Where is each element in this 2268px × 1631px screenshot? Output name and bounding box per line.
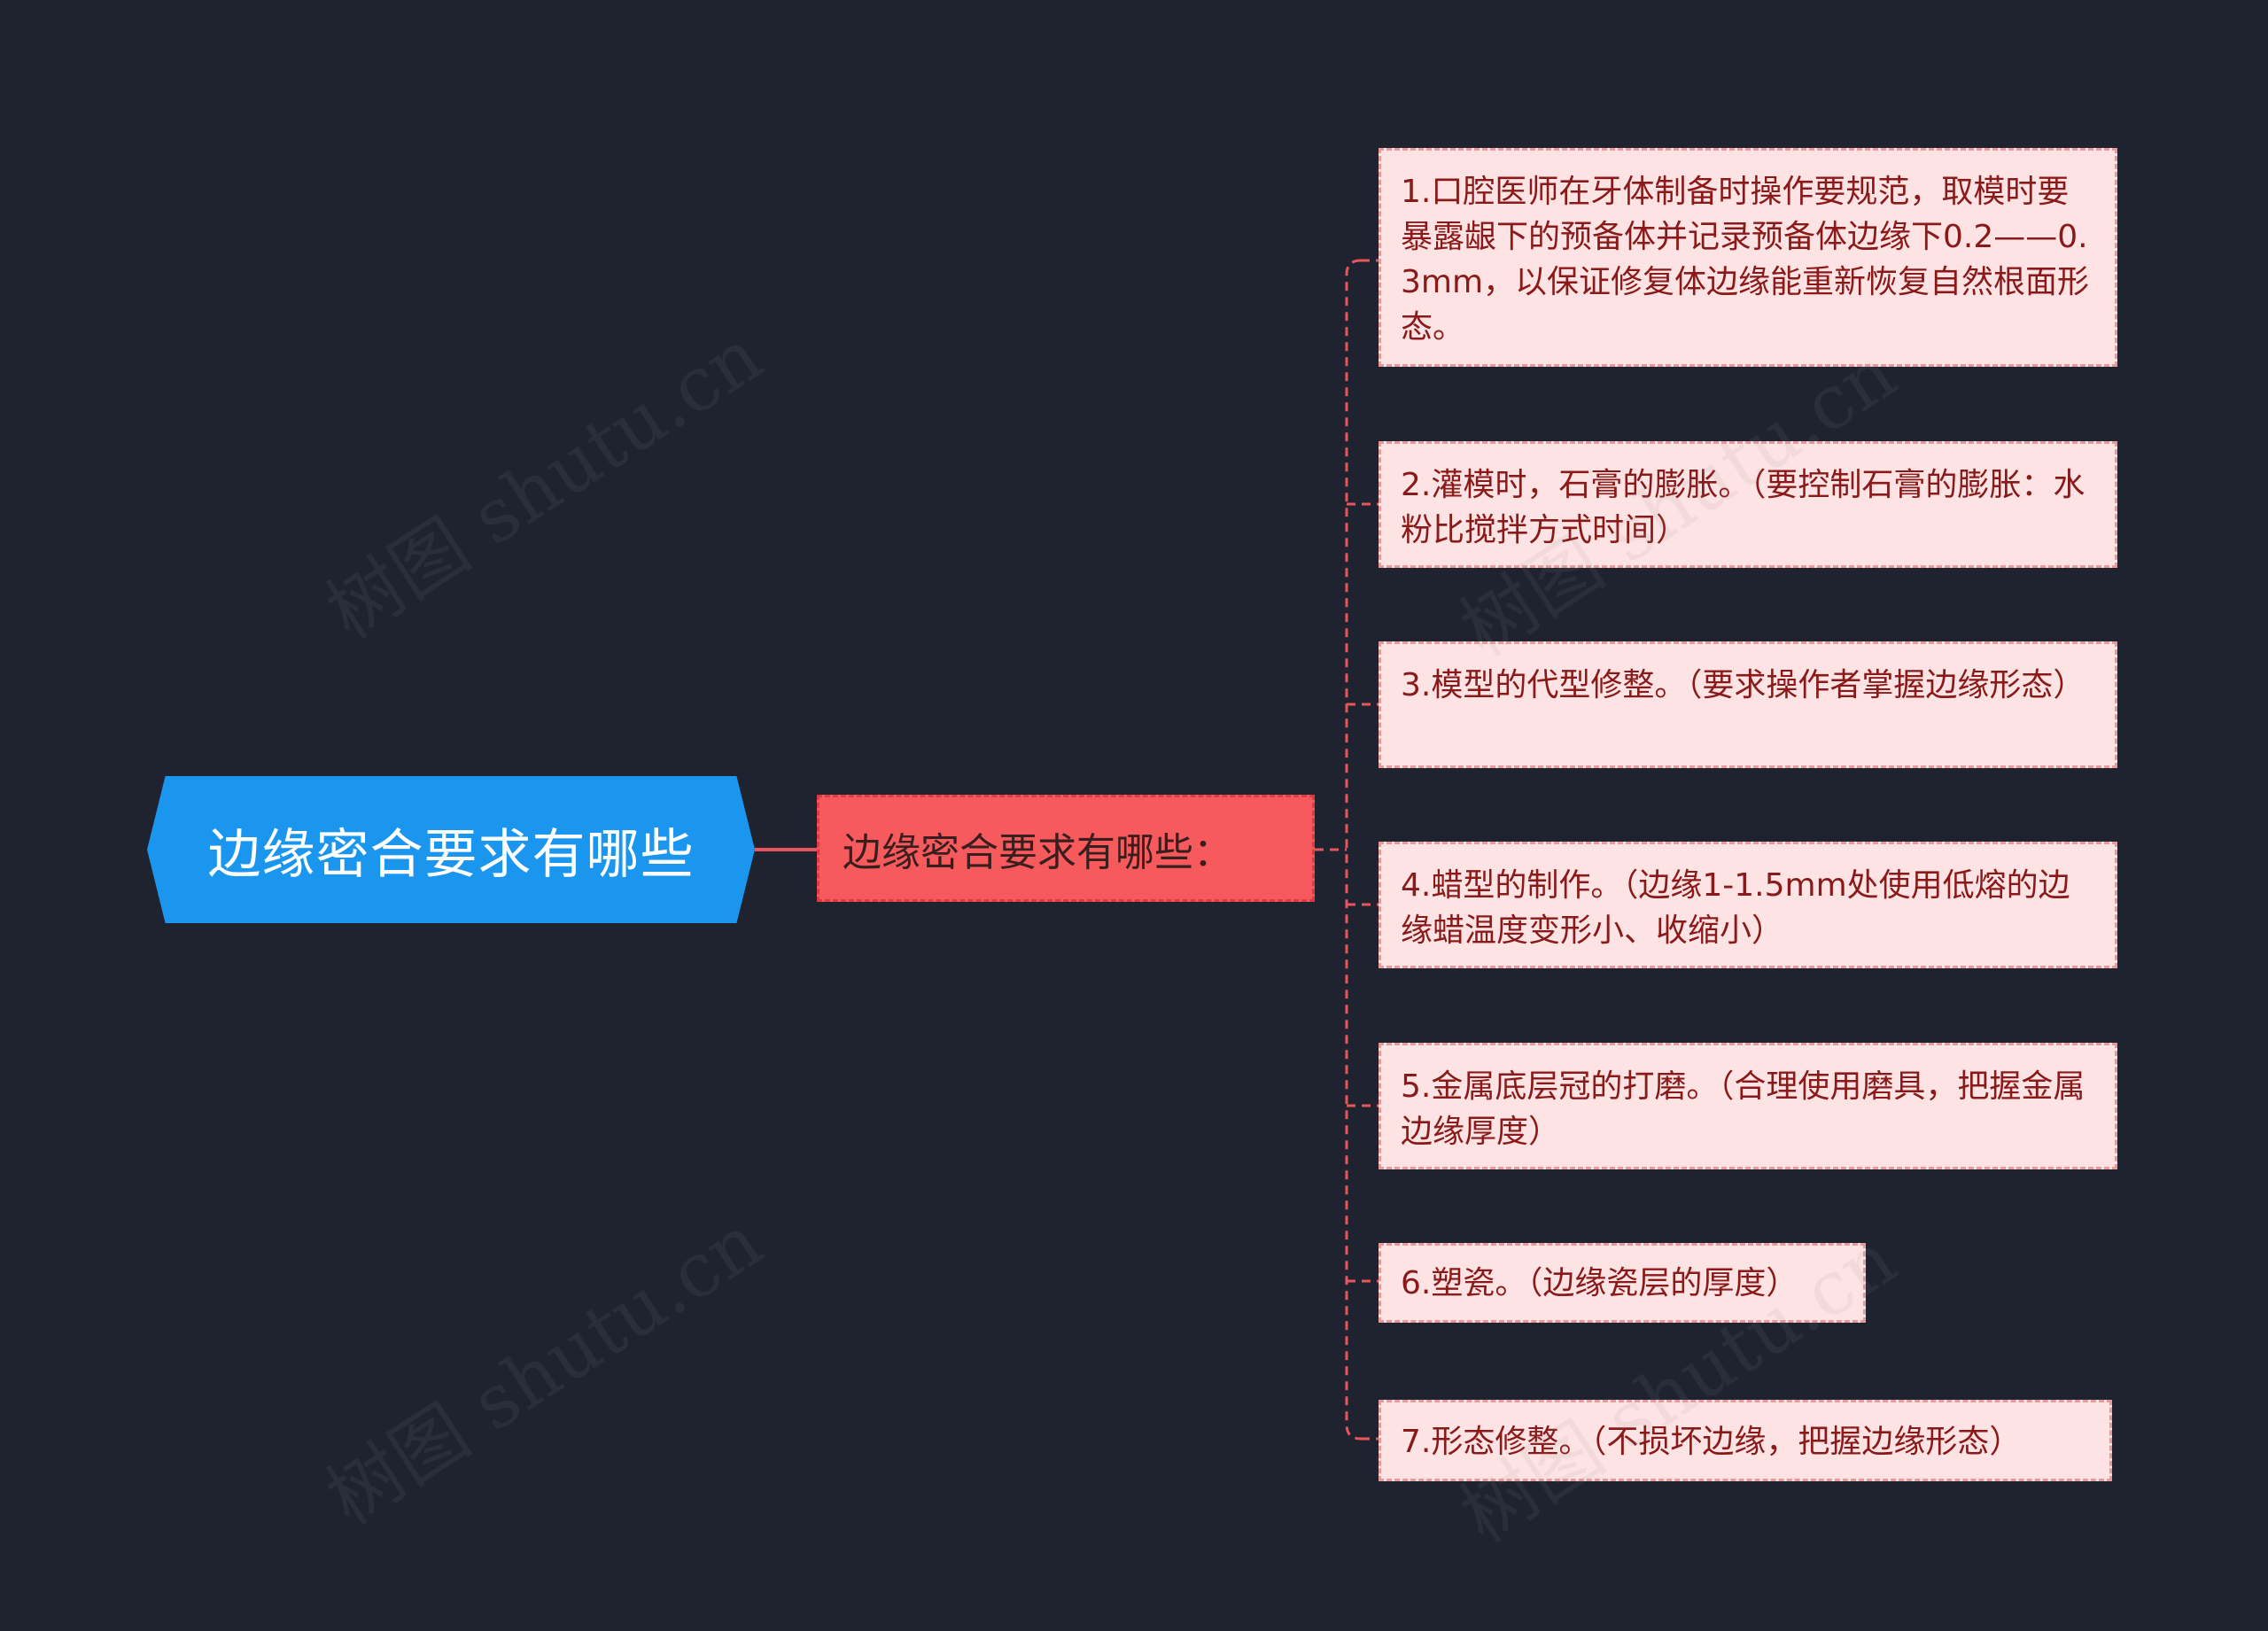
subtopic-node-label: 边缘密合要求有哪些： bbox=[843, 829, 1232, 875]
leaf-node-label: 5.金属底层冠的打磨。（合理使用磨具，把握金属边缘厚度） bbox=[1401, 1068, 2085, 1150]
leaf-node[interactable]: 6.塑瓷。（边缘瓷层的厚度） bbox=[1379, 1243, 1866, 1323]
leaf-node[interactable]: 1.口腔医师在牙体制备时操作要规范，取模时要暴露龈下的预备体并记录预备体边缘下0… bbox=[1379, 148, 2117, 367]
leaf-node[interactable]: 3.模型的代型修整。（要求操作者掌握边缘形态） bbox=[1379, 641, 2117, 768]
leaf-node-label: 7.形态修整。（不损坏边缘，把握边缘形态） bbox=[1401, 1424, 2022, 1460]
subtopic-node[interactable]: 边缘密合要求有哪些： bbox=[817, 795, 1315, 902]
leaf-node-label: 2.灌模时，石膏的膨胀。（要控制石膏的膨胀：水粉比搅拌方式时间） bbox=[1401, 467, 2085, 548]
leaf-node-label: 4.蜡型的制作。（边缘1-1.5mm处使用低熔的边缘蜡温度变形小、收缩小） bbox=[1401, 867, 2070, 949]
leaf-node-label: 1.口腔医师在牙体制备时操作要规范，取模时要暴露龈下的预备体并记录预备体边缘下0… bbox=[1401, 174, 2090, 346]
leaf-node[interactable]: 4.蜡型的制作。（边缘1-1.5mm处使用低熔的边缘蜡温度变形小、收缩小） bbox=[1379, 842, 2117, 968]
leaf-node[interactable]: 2.灌模时，石膏的膨胀。（要控制石膏的膨胀：水粉比搅拌方式时间） bbox=[1379, 441, 2117, 568]
leaf-node[interactable]: 5.金属底层冠的打磨。（合理使用磨具，把握金属边缘厚度） bbox=[1379, 1043, 2117, 1169]
leaf-node-label: 6.塑瓷。（边缘瓷层的厚度） bbox=[1401, 1265, 1798, 1301]
root-node[interactable]: 边缘密合要求有哪些 bbox=[147, 776, 755, 923]
root-node-label: 边缘密合要求有哪些 bbox=[207, 823, 695, 886]
leaf-node[interactable]: 7.形态修整。（不损坏边缘，把握边缘形态） bbox=[1379, 1400, 2112, 1481]
leaf-node-label: 3.模型的代型修整。（要求操作者掌握边缘形态） bbox=[1401, 667, 2085, 703]
branch-spine bbox=[1345, 259, 1362, 1441]
